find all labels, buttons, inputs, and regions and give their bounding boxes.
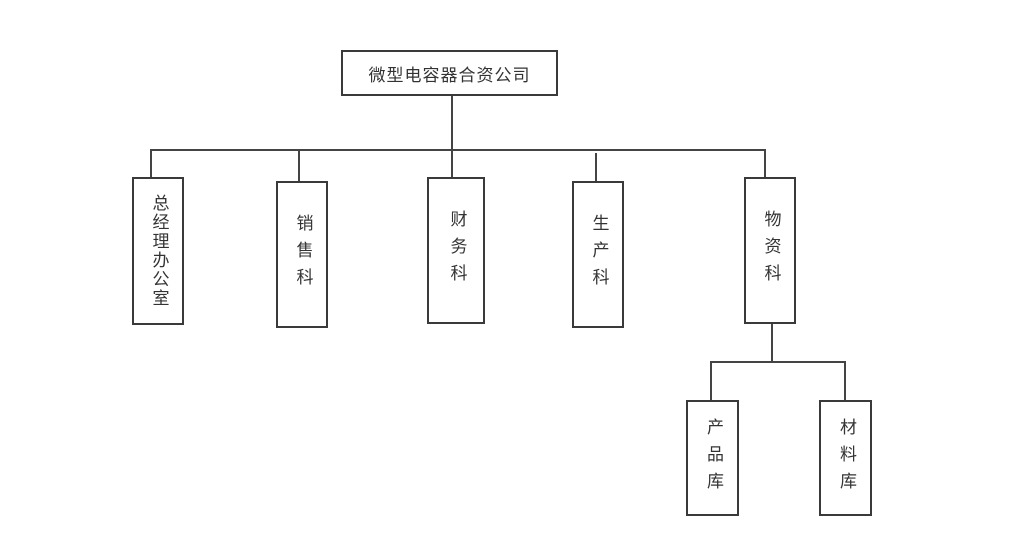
dept-label: 总经理办公室 (148, 194, 169, 308)
connector-drop-dept-3 (451, 149, 453, 178)
connector-drop-dept-5 (764, 149, 766, 178)
dept-node-finance: 财务科 (427, 177, 485, 324)
sub-dept-label: 材料库 (836, 417, 856, 499)
connector-drop-dept-4 (595, 153, 597, 182)
dept-node-materials: 物资科 (744, 177, 796, 324)
connector-drop-dept-2 (298, 149, 300, 181)
dept-node-general-office: 总经理办公室 (132, 177, 184, 325)
dept-node-sales: 销售科 (276, 181, 328, 328)
dept-node-production: 生产科 (572, 181, 624, 328)
sub-node-product-warehouse: 产品库 (686, 400, 739, 516)
sub-dept-label: 产品库 (703, 417, 723, 499)
dept-label: 生产科 (588, 214, 609, 295)
connector-root-down (451, 96, 453, 150)
root-node: 微型电容器合资公司 (341, 50, 558, 96)
dept-label: 物资科 (760, 210, 781, 291)
connector-drop-sub-2 (844, 361, 846, 401)
dept-label: 销售科 (292, 214, 313, 295)
dept-label: 财务科 (446, 210, 467, 291)
sub-node-material-warehouse: 材料库 (819, 400, 872, 516)
connector-materials-down (771, 324, 773, 362)
connector-drop-sub-1 (710, 361, 712, 401)
connector-sub-bus (710, 361, 846, 363)
root-label: 微型电容器合资公司 (368, 65, 531, 86)
connector-drop-dept-1 (150, 149, 152, 178)
connector-main-bus (150, 149, 766, 151)
